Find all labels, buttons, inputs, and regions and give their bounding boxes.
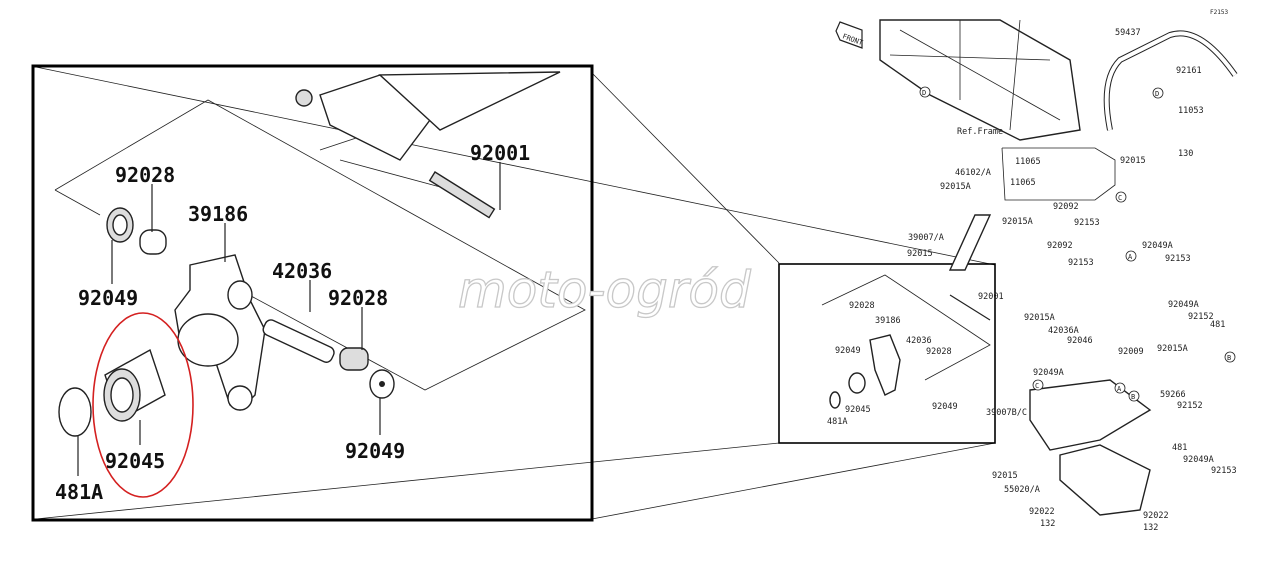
- part-label: 92153: [1068, 258, 1094, 268]
- part-label: 92015: [907, 249, 933, 259]
- part-label: 92028: [328, 286, 388, 310]
- diagram-code: F2153: [1210, 9, 1228, 16]
- part-label: 92046: [1067, 336, 1093, 346]
- part-label: 92022: [1029, 507, 1055, 517]
- circlip-481A: [58, 387, 92, 437]
- ref-frame-label: Ref.Frame: [957, 127, 1003, 137]
- highlight-circle: [92, 312, 194, 498]
- part-label: 92028: [926, 347, 952, 357]
- reference-markers: D D C A B C A B: [919, 86, 1236, 402]
- part-label: 92028: [115, 163, 175, 187]
- part-label: 59266: [1160, 390, 1186, 400]
- part-label: 92015A: [1024, 313, 1055, 323]
- marker-label: A: [1128, 253, 1133, 261]
- stabilizer-bar: [1103, 30, 1238, 131]
- part-label: 92049A: [1033, 368, 1064, 378]
- part-label: 92015: [992, 471, 1018, 481]
- part-label: 481A: [55, 480, 103, 504]
- part-label: 92015A: [1002, 217, 1033, 227]
- bolt-92001: [428, 171, 496, 219]
- part-label: 92152: [1177, 401, 1203, 411]
- part-label: 92045: [105, 449, 165, 473]
- marker-label: C: [1035, 382, 1039, 390]
- part-label: 92049: [932, 402, 958, 412]
- overview-drawing: F2153 FRONT Ref.Frame: [821, 9, 1238, 516]
- zoom-connector-lines: [35, 66, 996, 520]
- part-label: 92045: [845, 405, 871, 415]
- marker-label: D: [1155, 90, 1159, 98]
- part-label: 481: [1210, 320, 1225, 330]
- marker-label: A: [1117, 385, 1122, 393]
- frame: [879, 19, 1081, 141]
- bushing-92028b: [339, 347, 369, 371]
- marker-label: C: [1118, 194, 1122, 202]
- part-label: 92015: [1120, 156, 1146, 166]
- overview-labels: 59437 92161 11053 130 92015 11065 11065 …: [827, 28, 1237, 533]
- part-label: 92092: [1047, 241, 1073, 251]
- part-label: 92028: [849, 301, 875, 311]
- front-arrow-icon: FRONT: [835, 21, 865, 49]
- part-label: 92153: [1211, 466, 1237, 476]
- bushing-92028: [139, 229, 167, 255]
- overview-zoom-box: [778, 263, 996, 444]
- part-label: 39186: [188, 202, 248, 226]
- part-label: 92049A: [1168, 300, 1199, 310]
- marker-label: B: [1227, 354, 1231, 362]
- part-label: 11053: [1178, 106, 1204, 116]
- nut-icon: [295, 89, 313, 107]
- part-label: 92049: [345, 439, 405, 463]
- marker-label: D: [922, 89, 926, 97]
- part-label: 92153: [1165, 254, 1191, 264]
- part-label: 92152: [1188, 312, 1214, 322]
- part-label: 132: [1143, 523, 1158, 533]
- skid-plate: [1059, 444, 1151, 516]
- part-label: 55020/A: [1004, 485, 1040, 495]
- detail-zoom-box: [31, 64, 594, 522]
- part-label: 92022: [1143, 511, 1169, 521]
- part-label: 92015A: [1157, 344, 1188, 354]
- part-label: 92049: [78, 286, 138, 310]
- part-label: 92092: [1053, 202, 1079, 212]
- part-label: 46102/A: [955, 168, 991, 178]
- part-label: 92009: [1118, 347, 1144, 357]
- a-arm: [1029, 379, 1152, 451]
- part-label: 11065: [1010, 178, 1036, 188]
- part-label: 92015A: [940, 182, 971, 192]
- part-label: 59437: [1115, 28, 1141, 38]
- part-label: 132: [1040, 519, 1055, 529]
- part-label: 92049A: [1183, 455, 1214, 465]
- part-label: 42036: [272, 259, 332, 283]
- part-label: 481: [1172, 443, 1187, 453]
- sleeve-42036: [262, 319, 335, 363]
- part-label: 92153: [1074, 218, 1100, 228]
- watermark: moto-ogród: [458, 261, 751, 319]
- part-label: 92001: [978, 292, 1004, 302]
- part-label: 481A: [827, 417, 847, 427]
- part-label: 92001: [470, 141, 530, 165]
- part-label: 92161: [1176, 66, 1202, 76]
- part-label: 11065: [1015, 157, 1041, 167]
- marker-label: B: [1131, 393, 1135, 401]
- part-label: 42036A: [1048, 326, 1079, 336]
- part-label: 92049: [835, 346, 861, 356]
- part-label: 39186: [875, 316, 901, 326]
- part-label: 130: [1178, 149, 1193, 159]
- part-label: 42036: [906, 336, 932, 346]
- detail-drawing: 92001 92028 39186 42036 92028 92049 9204…: [54, 71, 586, 504]
- part-label: 92049A: [1142, 241, 1173, 251]
- part-label: 39007B/C: [986, 408, 1027, 418]
- part-label: 39007/A: [908, 233, 944, 243]
